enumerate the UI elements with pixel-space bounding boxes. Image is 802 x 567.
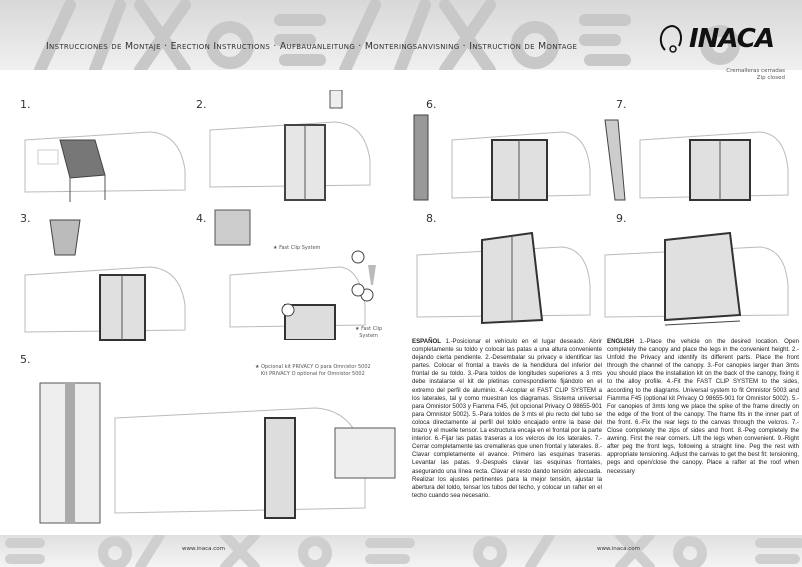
footer-band — [0, 535, 802, 567]
optional-kit-note: ★ Opcional kit PRIVACY O para Omnistor 5… — [255, 364, 371, 377]
step-9-illustration — [604, 231, 789, 326]
step-5-illustration — [39, 382, 396, 524]
english-body: 1.-Place the vehicle on the desired loca… — [607, 338, 799, 475]
english-label: ENGLISH — [607, 338, 635, 345]
fast-clip-label: ★ Fast Clip System — [273, 245, 321, 251]
english-instructions: ENGLISH 1.-Place the vehicle on the desi… — [607, 338, 799, 476]
watermark-pattern — [34, 0, 740, 70]
spanish-label: ESPAÑOL — [412, 338, 442, 345]
step-8-illustration — [416, 231, 591, 325]
spanish-body: 1.-Posicionar el vehículo en el lugar de… — [412, 338, 602, 499]
step-1-illustration — [24, 131, 186, 202]
optional-kit-es: ★ Opcional kit PRIVACY O para Omnistor 5… — [255, 364, 371, 370]
step-7-illustration — [604, 119, 789, 201]
step-6-illustration — [413, 114, 591, 201]
watermark-pattern — [5, 535, 802, 567]
zip-note-en: Zip closed — [756, 75, 785, 81]
step-number: 8. — [426, 212, 437, 225]
step-number: 5. — [20, 353, 31, 366]
step-number: 7. — [616, 98, 627, 111]
page-title: Instrucciones de Montaje · Erection Inst… — [46, 41, 578, 52]
step-4-illustration — [214, 209, 376, 340]
fast-clip-label-2b: System — [359, 332, 378, 339]
website-link-right[interactable]: www.inaca.com — [597, 546, 641, 552]
logo-mark-icon — [659, 25, 682, 53]
spanish-instructions: ESPAÑOL 1.-Posicionar el vehículo en el … — [412, 338, 602, 500]
step-3-illustration — [24, 219, 186, 341]
fast-clip-label-2a: ★ Fast Clip — [355, 326, 383, 332]
website-link-left[interactable]: www.inaca.com — [182, 546, 226, 552]
header-band: Instrucciones de Montaje · Erection Inst… — [0, 0, 802, 70]
step-number: 3. — [20, 212, 31, 225]
brand-name: INACA — [689, 24, 775, 54]
brand-logo: INACA — [655, 22, 775, 58]
step-number: 4. — [196, 212, 207, 225]
step-number: 2. — [196, 98, 207, 111]
step-number: 1. — [20, 98, 31, 111]
optional-kit-en: Kit PRIVACY O optional for Omnistor 5002 — [260, 370, 365, 377]
step-number: 6. — [426, 98, 437, 111]
step-number: 9. — [616, 212, 627, 225]
step-2-illustration — [209, 90, 371, 201]
zip-note-es: Cremalleras cerradas — [726, 68, 785, 74]
